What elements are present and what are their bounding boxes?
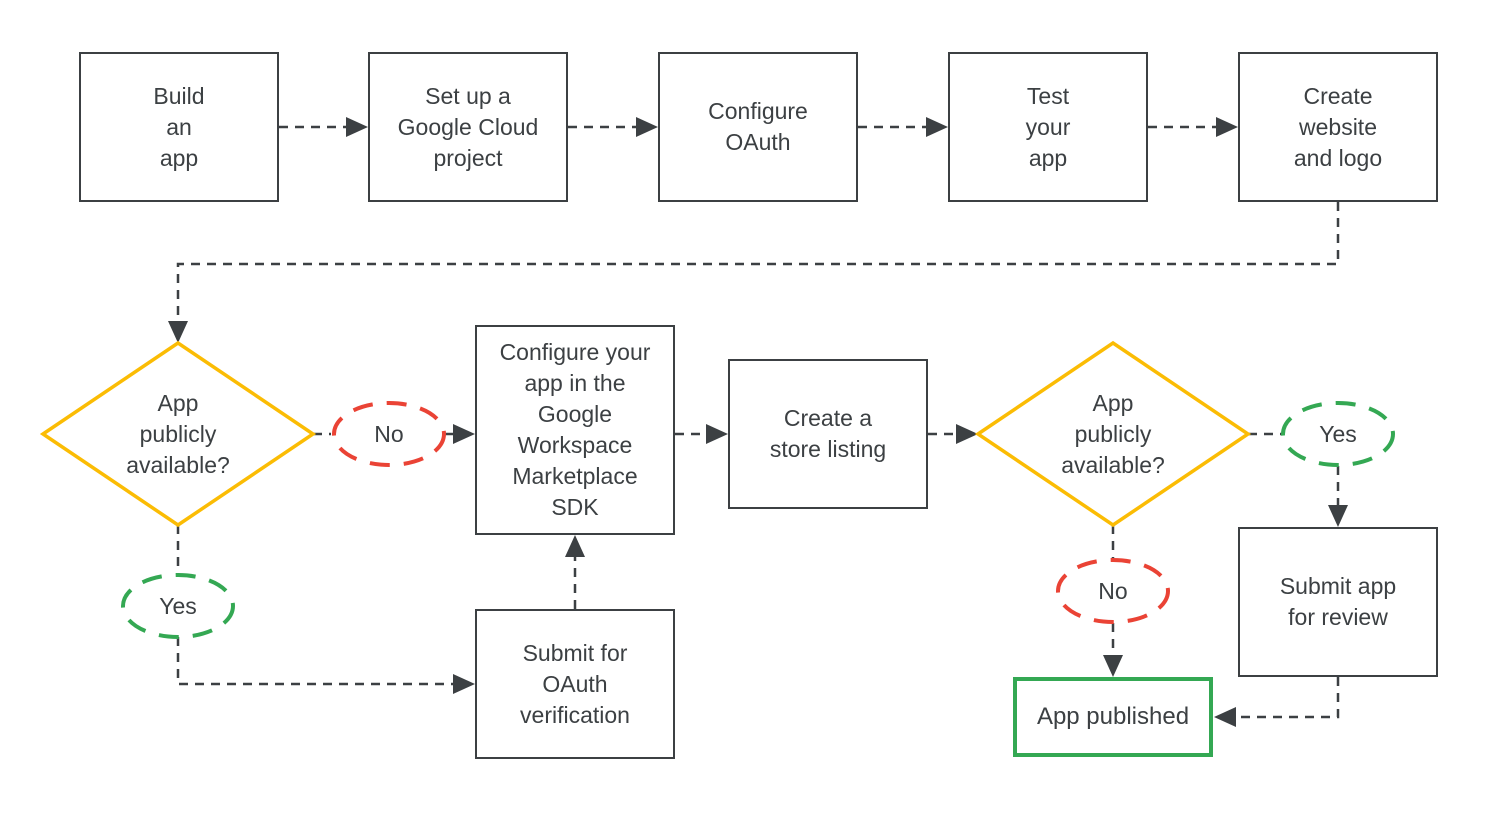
decision-diamond-2 xyxy=(974,340,1252,528)
arrowhead-icon xyxy=(1103,655,1123,677)
arrowhead-icon xyxy=(1328,505,1348,527)
arrowhead-icon xyxy=(956,424,978,444)
arrowhead-icon xyxy=(1216,117,1238,137)
decision-app-publicly-available-1: App publicly available? xyxy=(58,352,298,516)
process-test-your-app-label: Test your app xyxy=(1025,82,1071,171)
arrowhead-icon xyxy=(453,674,475,694)
process-configure-oauth-label: Configure OAuth xyxy=(708,98,808,155)
connector-website-to-decision1 xyxy=(176,202,1340,321)
decision-app-publicly-available-2: App publicly available? xyxy=(993,352,1233,516)
process-submit-oauth-verification: Submit for OAuth verification xyxy=(475,609,675,759)
terminal-app-published: App published xyxy=(1013,677,1213,757)
arrowhead-icon xyxy=(1214,707,1236,727)
process-create-website-and-logo-label: Create website and logo xyxy=(1293,82,1383,171)
branch-oval-no-2 xyxy=(1056,558,1170,624)
connector-yes-to-oauth-verification xyxy=(176,637,453,686)
branch-oval-no-1 xyxy=(332,401,446,467)
branch-label-no-2: No xyxy=(1058,560,1168,622)
branch-no-2-text: No xyxy=(1098,577,1128,604)
branch-label-yes-2: Yes xyxy=(1283,403,1393,465)
branch-oval-yes-1 xyxy=(121,573,235,639)
process-submit-app-for-review-label: Submit app for review xyxy=(1279,573,1397,630)
arrowhead-icon xyxy=(706,424,728,444)
process-create-store-listing-label: Create a store listing xyxy=(769,405,887,462)
branch-yes-1-text: Yes xyxy=(159,592,197,619)
branch-label-yes-1: Yes xyxy=(123,575,233,637)
connector-review-to-published xyxy=(1236,677,1340,719)
process-setup-google-cloud-project-label: Set up a Google Cloud project xyxy=(397,82,539,171)
process-submit-app-for-review: Submit app for review xyxy=(1238,527,1438,677)
decision-2-label: App publicly available? xyxy=(1061,389,1165,478)
process-test-your-app: Test your app xyxy=(948,52,1148,202)
process-build-app: Build an app xyxy=(79,52,279,202)
branch-label-no-1: No xyxy=(334,403,444,465)
arrowhead-icon xyxy=(453,424,475,444)
branch-no-1-text: No xyxy=(374,420,404,447)
terminal-app-published-label: App published xyxy=(1036,703,1190,730)
process-create-store-listing: Create a store listing xyxy=(728,359,928,509)
process-configure-marketplace-sdk: Configure your app in the Google Workspa… xyxy=(475,325,675,535)
arrowhead-icon xyxy=(565,535,585,557)
arrowhead-icon xyxy=(926,117,948,137)
arrowhead-icon xyxy=(168,321,188,343)
branch-oval-yes-2 xyxy=(1281,401,1395,467)
decision-diamond-1 xyxy=(39,340,317,528)
process-create-website-and-logo: Create website and logo xyxy=(1238,52,1438,202)
process-submit-oauth-verification-label: Submit for OAuth verification xyxy=(520,639,630,728)
process-setup-google-cloud-project: Set up a Google Cloud project xyxy=(368,52,568,202)
process-build-app-label: Build an app xyxy=(153,82,205,171)
branch-yes-2-text: Yes xyxy=(1319,420,1357,447)
arrowhead-icon xyxy=(636,117,658,137)
arrowhead-icon xyxy=(346,117,368,137)
decision-1-label: App publicly available? xyxy=(126,389,230,478)
process-configure-oauth: Configure OAuth xyxy=(658,52,858,202)
process-configure-marketplace-sdk-label: Configure your app in the Google Workspa… xyxy=(499,339,651,520)
